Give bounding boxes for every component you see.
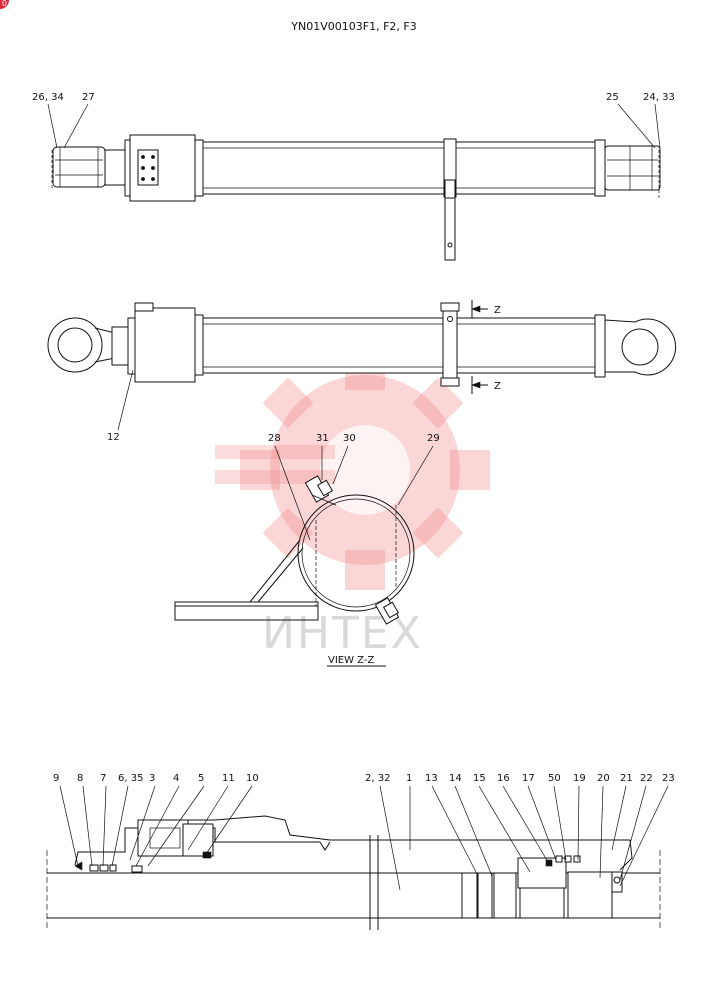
- label-4: 4: [173, 773, 179, 784]
- drawing-title: YN01V00103F1, F2, F3: [290, 20, 416, 33]
- label-8: 8: [77, 773, 83, 784]
- section-z-bottom: Z: [494, 381, 501, 392]
- label-20: 20: [597, 773, 610, 784]
- label-15: 15: [473, 773, 486, 784]
- label-3: 3: [149, 773, 155, 784]
- label-5: 5: [198, 773, 204, 784]
- label-9: 9: [53, 773, 59, 784]
- label-22: 22: [640, 773, 653, 784]
- label-24-33: 24, 33: [643, 92, 675, 103]
- label-6-35: 6, 35: [118, 773, 143, 784]
- corner-badge: 0: [0, 0, 9, 9]
- watermark-gear-icon: [215, 350, 490, 590]
- section-callouts: 9 8 7 6, 35 3 4 5 11 10 2, 32 1 13 14 15…: [53, 773, 675, 891]
- label-11: 11: [222, 773, 235, 784]
- cylinder-side-view: [47, 302, 677, 387]
- label-12: 12: [107, 432, 120, 443]
- top-view-callouts: 26, 34 27 25 24, 33: [32, 92, 675, 200]
- label-2-32: 2, 32: [365, 773, 390, 784]
- label-23: 23: [662, 773, 675, 784]
- label-27: 27: [82, 92, 95, 103]
- view-zz-callouts: 28 31 30 29: [268, 433, 440, 541]
- label-7: 7: [100, 773, 106, 784]
- section-z-markers: Z Z: [471, 300, 501, 394]
- label-50: 50: [548, 773, 561, 784]
- label-10: 10: [246, 773, 259, 784]
- label-17: 17: [522, 773, 535, 784]
- section-z-top: Z: [494, 305, 501, 316]
- label-13: 13: [425, 773, 438, 784]
- label-14: 14: [449, 773, 462, 784]
- label-16: 16: [497, 773, 510, 784]
- view-zz-clamp: [174, 475, 415, 625]
- label-28: 28: [268, 433, 281, 444]
- label-1: 1: [406, 773, 412, 784]
- label-29: 29: [427, 433, 440, 444]
- label-30: 30: [343, 433, 356, 444]
- label-21: 21: [620, 773, 633, 784]
- label-25: 25: [606, 92, 619, 103]
- label-26-34: 26, 34: [32, 92, 64, 103]
- label-19: 19: [573, 773, 586, 784]
- cylinder-top-view: [52, 134, 661, 261]
- view-zz-label: VIEW Z-Z: [328, 655, 374, 666]
- watermark-text: ИНТЕХ: [262, 608, 423, 659]
- label-31: 31: [316, 433, 329, 444]
- section-view: [46, 815, 661, 930]
